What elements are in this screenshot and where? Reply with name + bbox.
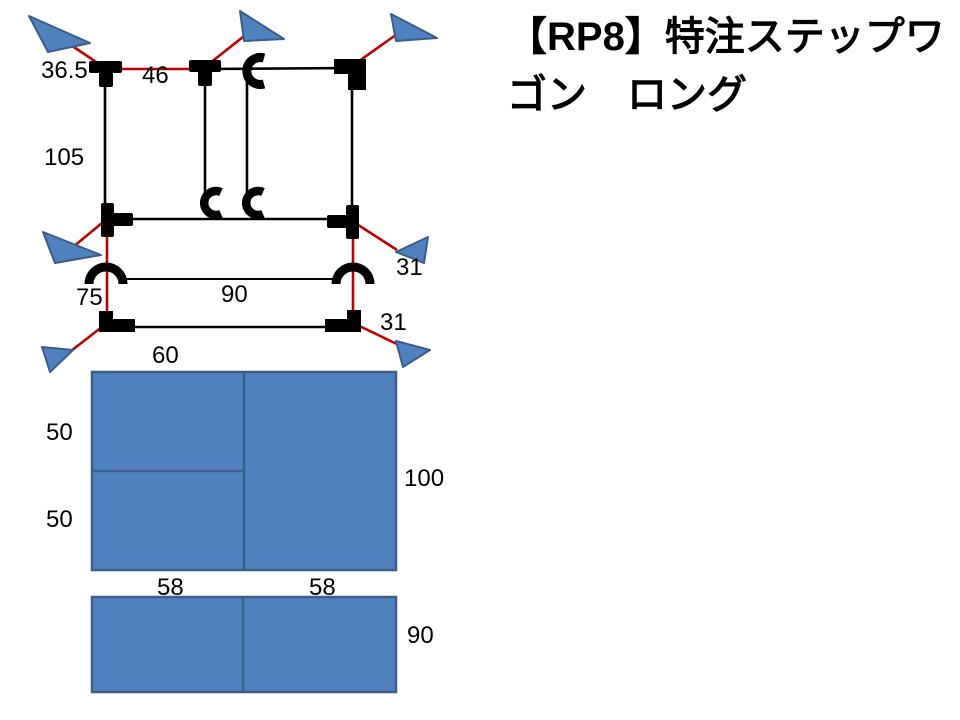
t-joint-top-middle — [189, 60, 221, 72]
t-joint-mid-left — [101, 203, 114, 237]
black-pipes — [103, 66, 354, 329]
t-joint-mid-right — [346, 205, 359, 239]
t-joint-mid-left-arm — [112, 213, 133, 226]
pipe-joints — [89, 59, 366, 332]
flag-icon-bottom-right — [395, 340, 431, 368]
t-joint-mid-right-arm — [327, 215, 348, 228]
flag-icon-mid-right — [395, 236, 429, 264]
dim-upper-right-stub: 31 — [396, 254, 423, 281]
flag-line-mid-right — [351, 219, 398, 252]
pipe-top-rail — [204, 66, 353, 71]
page-title: 【RP8】特注ステップワ ゴン ロング — [507, 8, 957, 124]
dim-flag-stub: 36.5 — [41, 57, 88, 84]
c-clamp-mid-2 — [242, 186, 265, 220]
corner-flags — [28, 10, 438, 373]
page-title-line-1: 【RP8】特注ステップワ — [507, 15, 945, 59]
flag-icon-top-right — [390, 13, 438, 42]
flag-icon-top-left — [28, 15, 91, 53]
mat-panels — [90, 370, 398, 694]
page-title-line-2: ゴン ロング — [507, 73, 747, 117]
elbow-joint-bottom-right — [325, 310, 361, 332]
dim-panel-left-top: 50 — [46, 419, 73, 446]
dim-lower-height: 90 — [407, 622, 434, 649]
dim-lower-left-width: 58 — [157, 574, 184, 601]
dim-side-bar: 105 — [44, 144, 85, 171]
dim-panel-left-bottom: 50 — [46, 506, 73, 533]
dim-lower-right-stub: 31 — [380, 309, 407, 336]
t-joint-top-left — [89, 61, 122, 73]
flag-icon-mid-left — [42, 231, 102, 264]
dim-panel-right: 100 — [404, 465, 445, 492]
assembly-diagram — [28, 10, 438, 694]
dim-bottom-bar: 60 — [152, 342, 179, 369]
flag-icon-top-middle — [239, 10, 285, 42]
dim-lower-side: 75 — [76, 284, 103, 311]
flag-icon-bottom-left — [41, 346, 74, 373]
t-joint-top-middle-stem — [198, 70, 212, 86]
c-clamp-mid-1 — [200, 186, 223, 220]
elbow-joint-top-right — [334, 59, 366, 90]
pipe-clamps — [84, 53, 375, 285]
arc-clamp-left — [84, 262, 128, 285]
dim-lower-right-width: 58 — [309, 574, 336, 601]
dim-top-bar: 46 — [142, 62, 169, 89]
elbow-joint-bottom-left — [99, 311, 135, 332]
arc-clamp-right — [331, 262, 375, 285]
dim-middle-bar: 90 — [221, 281, 248, 308]
t-joint-top-left-stem — [99, 71, 113, 87]
c-clamp-top — [242, 53, 266, 89]
